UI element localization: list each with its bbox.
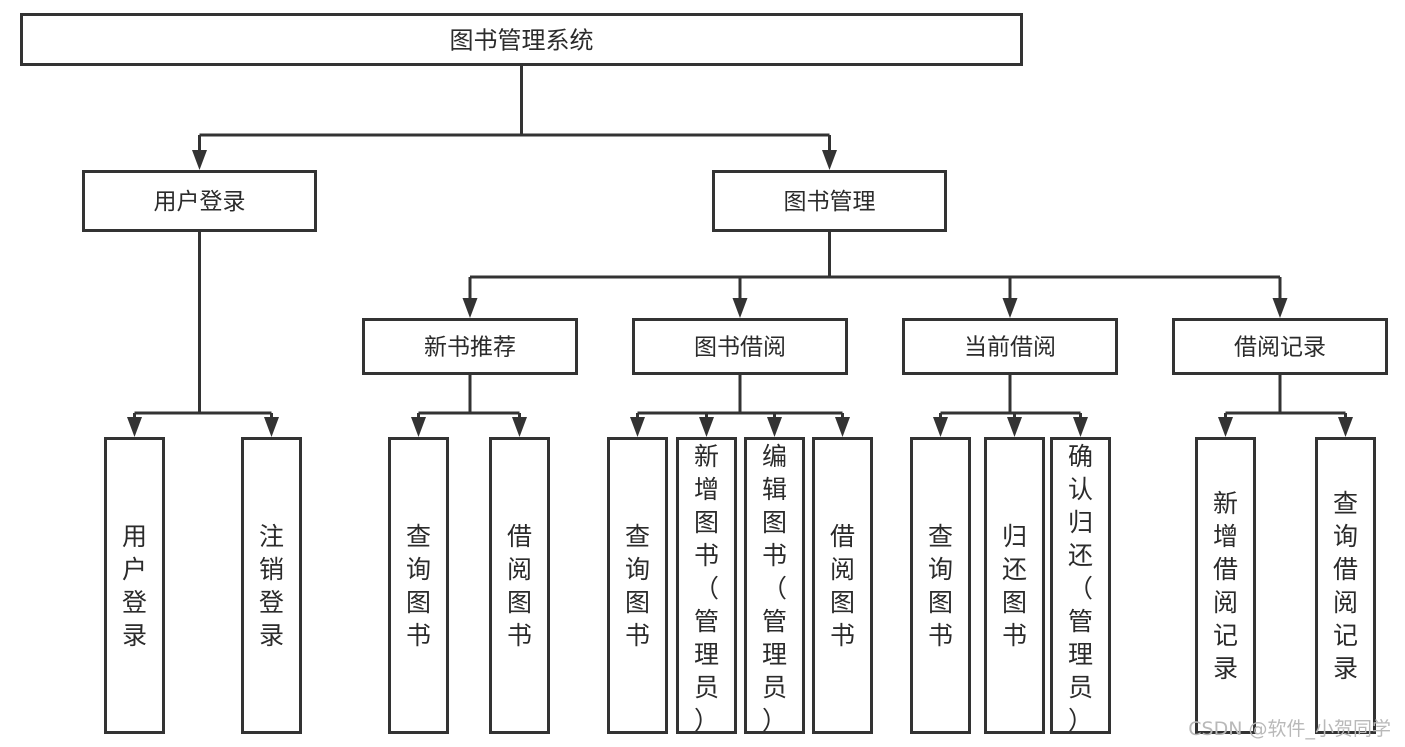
arrow-leaf-7: [835, 413, 850, 437]
node-leaf-5[interactable]: 新增图书（管理员）: [676, 437, 737, 736]
node-level3-1-label: 图书借阅: [694, 335, 786, 361]
node-level3-1[interactable]: 图书借阅: [632, 318, 848, 375]
node-leaf-3[interactable]: 借阅图书: [489, 437, 550, 734]
node-leaf-4-label: 查询图书: [625, 522, 650, 650]
arrow-leaf-5: [699, 413, 714, 437]
connector-layer: [127, 66, 1353, 437]
node-leaf-10-label: 确认归还（管理员）: [1068, 442, 1093, 735]
node-root-label: 图书管理系统: [450, 27, 594, 55]
arrow-level2-to-level3-3: [1272, 277, 1288, 318]
node-level3-3-label: 借阅记录: [1234, 335, 1326, 361]
node-leaf-0-label: 用户登录: [122, 522, 147, 650]
node-level2-0[interactable]: 用户登录: [82, 170, 317, 232]
node-leaf-12[interactable]: 查询借阅记录: [1315, 437, 1376, 734]
node-leaf-11[interactable]: 新增借阅记录: [1195, 437, 1256, 734]
arrow-level2-to-level3-1: [732, 277, 748, 318]
node-leaf-11-label: 新增借阅记录: [1213, 489, 1238, 683]
arrow-leaf-0: [127, 413, 142, 437]
node-level2-1[interactable]: 图书管理: [712, 170, 947, 232]
arrow-level2-to-level3-2: [1002, 277, 1018, 318]
node-level3-3[interactable]: 借阅记录: [1172, 318, 1388, 375]
node-leaf-8[interactable]: 查询图书: [910, 437, 971, 734]
node-leaf-9[interactable]: 归还图书: [984, 437, 1045, 734]
arrow-leaf-2: [411, 413, 426, 437]
node-leaf-7[interactable]: 借阅图书: [812, 437, 873, 734]
node-root[interactable]: 图书管理系统: [20, 13, 1023, 66]
node-leaf-12-label: 查询借阅记录: [1333, 489, 1358, 683]
arrow-root-to-level2-0: [192, 135, 207, 170]
node-leaf-2[interactable]: 查询图书: [388, 437, 449, 734]
node-leaf-2-label: 查询图书: [406, 522, 431, 650]
arrow-level2-to-level3-0: [462, 277, 478, 318]
node-leaf-3-label: 借阅图书: [507, 522, 532, 650]
node-level2-0-label: 用户登录: [154, 189, 246, 215]
node-leaf-7-label: 借阅图书: [830, 522, 855, 650]
arrow-leaf-6: [767, 413, 782, 437]
node-leaf-6-label: 编辑图书（管理员）: [762, 442, 787, 735]
arrow-root-to-level2-1: [822, 135, 837, 170]
arrow-leaf-11: [1218, 413, 1233, 437]
node-leaf-1[interactable]: 注销登录: [241, 437, 302, 734]
csdn-watermark: CSDN @软件_小贺同学: [1188, 718, 1391, 740]
arrow-leaf-12: [1338, 413, 1353, 437]
node-leaf-6[interactable]: 编辑图书（管理员）: [744, 437, 805, 736]
node-leaf-1-label: 注销登录: [259, 522, 284, 650]
arrow-leaf-3: [512, 413, 527, 437]
node-level3-2[interactable]: 当前借阅: [902, 318, 1118, 375]
node-level3-2-label: 当前借阅: [964, 335, 1056, 361]
node-level2-1-label: 图书管理: [784, 189, 876, 215]
arrow-leaf-4: [630, 413, 645, 437]
node-leaf-9-label: 归还图书: [1002, 522, 1027, 650]
node-level3-0[interactable]: 新书推荐: [362, 318, 578, 375]
node-leaf-5-label: 新增图书（管理员）: [694, 442, 719, 735]
arrow-leaf-10: [1073, 413, 1088, 437]
node-leaf-0[interactable]: 用户登录: [104, 437, 165, 734]
arrow-leaf-1: [264, 413, 279, 437]
node-level3-0-label: 新书推荐: [424, 335, 516, 361]
arrow-leaf-8: [933, 413, 948, 437]
node-layer: 图书管理系统用户登录图书管理新书推荐图书借阅当前借阅借阅记录用户登录注销登录查询…: [20, 13, 1388, 736]
node-leaf-10[interactable]: 确认归还（管理员）: [1050, 437, 1111, 736]
node-leaf-4[interactable]: 查询图书: [607, 437, 668, 734]
node-leaf-8-label: 查询图书: [928, 522, 953, 650]
arrow-leaf-9: [1007, 413, 1022, 437]
